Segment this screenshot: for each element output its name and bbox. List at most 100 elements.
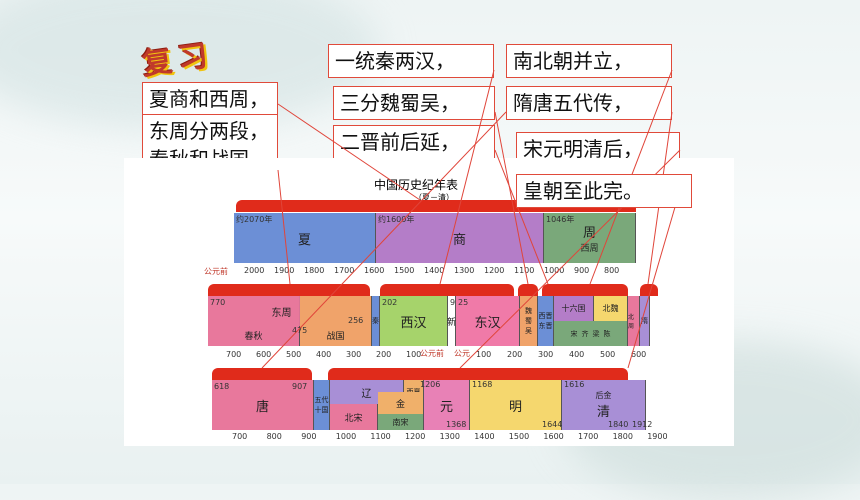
label-zhanguo: 战国 xyxy=(326,332,345,342)
row1-tick-900: 900 xyxy=(574,266,590,275)
row2-bc-tick-400: 400 xyxy=(316,350,332,359)
row3-tick-1700: 1700 xyxy=(578,432,599,441)
label-beisong: 北宋 xyxy=(344,413,363,424)
rhyme-xia-shang: 夏商和西周， xyxy=(142,82,278,116)
seg-beisong: 北宋 xyxy=(330,404,378,430)
row3-tick-1800: 1800 xyxy=(612,432,633,441)
connector-lines xyxy=(261,69,681,369)
row3-tick-1900: 1900 xyxy=(647,432,668,441)
year-zhou: 1046年 xyxy=(546,215,575,224)
label-shiliuguo: 十六国 xyxy=(561,304,586,313)
label-donghan: 东汉 xyxy=(474,315,501,331)
brace-row3-right xyxy=(328,368,628,380)
label-chunqiu: 春秋 xyxy=(244,332,263,342)
row1-tick-800: 800 xyxy=(604,266,620,275)
rhyme-end: 皇朝至此完。 xyxy=(516,174,692,208)
row3-tick-1000: 1000 xyxy=(335,432,357,441)
label-zhou: 周 xyxy=(582,226,596,241)
row2-bc-tick-100: 100 xyxy=(406,350,422,359)
label-wu: 吴 xyxy=(525,327,532,335)
year-256: 256 xyxy=(348,316,364,325)
label-qing: 清 xyxy=(596,405,610,420)
year-1840: 1840 xyxy=(608,420,629,429)
rhyme-three-kingdoms: 三分魏蜀吴， xyxy=(333,86,495,120)
seg-ming: 明 xyxy=(470,380,562,430)
year-1206: 1206 xyxy=(420,380,441,389)
row2-ad-tick-400: 400 xyxy=(569,350,585,359)
year-25: 25 xyxy=(458,298,469,307)
year-shang: 约1600年 xyxy=(378,215,415,224)
row1-tick-1900: 1900 xyxy=(274,266,295,275)
seg-nansong: 南宋 xyxy=(378,414,424,430)
row2-ad-tick-500: 500 xyxy=(600,350,616,359)
seg-yuan: 元 xyxy=(424,380,470,430)
row3-tick-800: 800 xyxy=(266,432,282,441)
row2-bc-tick-600: 600 xyxy=(256,350,272,359)
seg-jin: 西晋 东晋 xyxy=(538,296,554,346)
label-xihan: 西汉 xyxy=(400,315,427,331)
label-xijin: 西晋 xyxy=(538,312,553,320)
row2-ad-tick-100: 100 xyxy=(476,350,492,359)
label-dongzhou: 东周 xyxy=(271,307,292,319)
seg-zhanguo: 战国 xyxy=(300,296,372,346)
row1-tick-1500: 1500 xyxy=(394,266,415,275)
label-qin: 秦 xyxy=(372,317,379,325)
rhyme-qin-han: 一统秦两汉， xyxy=(328,44,494,78)
rhyme-dongzhou-line1: 东周分两段， xyxy=(149,119,269,143)
label-yuan: 元 xyxy=(439,399,453,415)
row2-bc-tick-300: 300 xyxy=(346,350,362,359)
row3-tick-1200: 1200 xyxy=(405,432,426,441)
row3-tick-1400: 1400 xyxy=(474,432,495,441)
row2-bc-tick-500: 500 xyxy=(286,350,302,359)
label-shiguo: 十国 xyxy=(314,406,329,414)
row3-tick-1100: 1100 xyxy=(370,432,391,441)
row3-tick-1600: 1600 xyxy=(543,432,564,441)
chart-title: 中国历史纪年表 xyxy=(374,178,459,192)
row2-bc-tick-200: 200 xyxy=(376,350,392,359)
row3-tick-1500: 1500 xyxy=(508,432,530,441)
label-hougin: 后金 xyxy=(595,391,612,400)
row1-tick-1700: 1700 xyxy=(334,266,355,275)
row2-ad-tick-200: 200 xyxy=(507,350,523,359)
label-dongjin: 东晋 xyxy=(538,322,553,330)
brace-row2-sui xyxy=(640,284,658,296)
label-xia: 夏 xyxy=(297,232,311,248)
row1-era: 公元前 xyxy=(204,267,228,276)
seg-tang: 唐 xyxy=(212,380,314,430)
label-shu: 蜀 xyxy=(525,317,532,325)
brace-row2-sanguo xyxy=(518,284,538,296)
label-wudai: 五代 xyxy=(314,396,329,404)
row1-tick-1600: 1600 xyxy=(364,266,385,275)
year-202: 202 xyxy=(382,298,398,307)
seg-beiwei: 北魏 xyxy=(594,296,628,321)
label-xizhou: 西周 xyxy=(580,244,599,254)
label-jin: 金 xyxy=(395,399,405,410)
year-907: 907 xyxy=(292,382,308,391)
row2-era-bc: 公元前 xyxy=(420,349,444,358)
seg-xia: 夏 xyxy=(234,213,376,263)
year-1616: 1616 xyxy=(564,380,585,389)
seg-qing: 后金 清 xyxy=(562,380,646,430)
year-618: 618 xyxy=(214,382,230,391)
row1-tick-1000: 1000 xyxy=(544,266,565,275)
row1-tick-1800: 1800 xyxy=(304,266,325,275)
seg-three-kingdoms: 魏 蜀 吴 xyxy=(520,296,538,346)
label-wei: 魏 xyxy=(525,307,532,315)
row1-tick-1200: 1200 xyxy=(484,266,505,275)
label-xin: 新 xyxy=(447,317,457,328)
label-qi: 齐 xyxy=(581,329,589,338)
year-1912: 1912 xyxy=(632,420,653,429)
row1-tick-1400: 1400 xyxy=(424,266,445,275)
label-chen: 陈 xyxy=(603,329,611,338)
seg-qin: 秦 xyxy=(372,296,380,346)
chart-subtitle: （夏－清） xyxy=(414,193,454,202)
year-770: 770 xyxy=(210,298,226,307)
year-475: 475 xyxy=(292,326,308,335)
row2-ad-tick-600: 600 xyxy=(631,350,647,359)
label-ming: 明 xyxy=(508,399,522,415)
brace-row2-right xyxy=(542,284,628,296)
row3-tick-900: 900 xyxy=(301,432,317,441)
row2-era-ad: 公元 xyxy=(454,349,470,358)
row2-bc-tick-700: 700 xyxy=(226,350,242,359)
label-shang: 商 xyxy=(452,232,466,248)
